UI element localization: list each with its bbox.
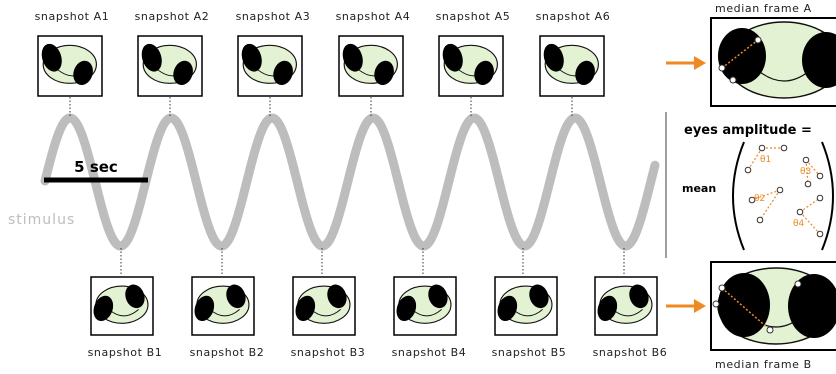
snapshot-label-b3: snapshot B3 (291, 346, 366, 359)
snapshot-label-b2: snapshot B2 (190, 346, 265, 359)
snapshot-b4 (392, 276, 457, 336)
snapshot-a3 (237, 35, 303, 97)
snapshot-b5 (493, 276, 558, 336)
formula: eyes amplitude = mean θ1 θ2 θ3 θ4 (682, 123, 834, 251)
angle-label-3: θ3 (800, 167, 811, 177)
snapshot-label-a1: snapshot A1 (35, 10, 110, 23)
snapshot-a6 (539, 35, 605, 97)
snapshot-a2 (137, 35, 203, 97)
snapshot-label-a6: snapshot A6 (536, 10, 611, 23)
median-frame-a (710, 17, 836, 107)
snapshot-label-a5: snapshot A5 (436, 10, 511, 23)
snapshot-label-a3: snapshot A3 (236, 10, 311, 23)
snapshot-b1 (89, 276, 154, 336)
median-frame-b-label: median frame B (715, 358, 812, 371)
snapshot-a5 (438, 35, 504, 97)
snapshot-label-a2: snapshot A2 (135, 10, 210, 23)
formula-title: eyes amplitude = (684, 123, 812, 138)
formula-left-paren (732, 141, 745, 251)
median-frame-a-label: median frame A (715, 2, 812, 15)
angle-label-4: θ4 (793, 219, 805, 229)
snapshot-a4 (338, 35, 404, 97)
snapshot-a1 (37, 35, 103, 97)
snapshot-label-b5: snapshot B5 (492, 346, 567, 359)
snapshot-label-b4: snapshot B4 (392, 346, 467, 359)
snapshot-label-a4: snapshot A4 (336, 10, 411, 23)
formula-mean: mean (682, 182, 716, 195)
bottom-snapshot-row: snapshot B1 snapshot B2 snapshot B3 snap… (88, 248, 668, 359)
arrow-bottom (666, 299, 706, 313)
snapshot-label-b6: snapshot B6 (593, 346, 668, 359)
angle-label-2: θ2 (754, 194, 765, 204)
scale-bar: 5 sec (44, 158, 148, 183)
stimulus-label: stimulus (8, 212, 75, 228)
snapshot-b2 (190, 276, 255, 336)
arrow-top (666, 56, 706, 70)
angle-label-1: θ1 (760, 155, 771, 165)
top-snapshot-row: snapshot A1 snapshot A2 snapshot A3 snap… (35, 10, 611, 117)
median-frame-b (710, 261, 836, 351)
formula-right-paren (821, 141, 834, 251)
snapshot-b3 (291, 276, 356, 336)
snapshot-label-b1: snapshot B1 (88, 346, 163, 359)
snapshot-b6 (593, 276, 658, 336)
scale-bar-label: 5 sec (74, 158, 118, 176)
